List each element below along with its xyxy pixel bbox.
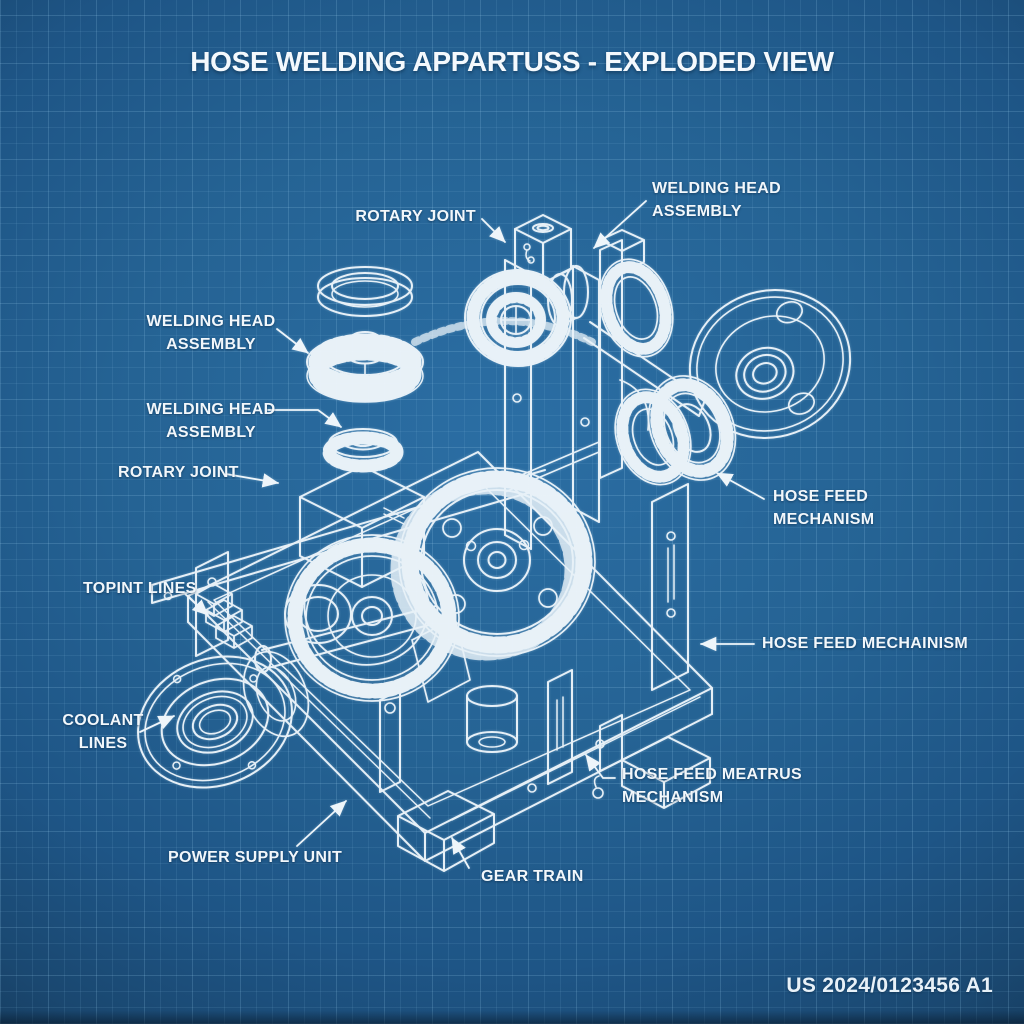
label-line: WELDING HEAD (146, 401, 276, 418)
gear-train-main (284, 467, 596, 702)
right-disc (688, 289, 852, 439)
floating-ring (317, 266, 413, 317)
leader-hose-feed-meatrus (585, 754, 616, 779)
label-hose-feed-mechanism-right: HOSE FEED MECHANISM (773, 485, 874, 531)
leader-power-supply (296, 800, 347, 847)
label-line: MECHANISM (622, 789, 724, 806)
label-line: ROTARY JOINT (118, 464, 239, 481)
label-line: ASSEMBLY (166, 336, 256, 353)
leader-welding-head-right (593, 200, 647, 249)
left-tower-block (299, 428, 425, 588)
leader-coolant-lines (139, 715, 175, 733)
label-topint-lines: TOPINT LINES (83, 577, 197, 600)
label-welding-head-assembly-left1: WELDING HEAD ASSEMBLY (111, 310, 311, 356)
leader-lines (139, 200, 765, 869)
label-welding-head-assembly-right: WELDING HEAD ASSEMBLY (652, 177, 781, 223)
label-line: HOSE FEED MEATRUS (622, 766, 802, 783)
small-block-stack (195, 583, 253, 649)
label-line: GEAR TRAIN (481, 868, 584, 885)
leader-hose-feed-right (716, 472, 765, 500)
label-rotary-joint-top: ROTARY JOINT (280, 205, 476, 228)
leader-gear-train (451, 837, 470, 869)
leader-rotary-joint-top (481, 218, 506, 243)
label-welding-head-assembly-left2: WELDING HEAD ASSEMBLY (111, 398, 311, 444)
label-hose-feed-mechainism: HOSE FEED MECHAINISM (762, 632, 968, 655)
leader-topint-lines (183, 592, 209, 616)
bottom-shade (0, 1010, 1024, 1024)
label-line: LINES (78, 735, 128, 752)
label-line: MECHANISM (773, 511, 875, 528)
label-power-supply-unit: POWER SUPPLY UNIT (168, 846, 342, 869)
label-line: TOPINT LINES (83, 580, 197, 597)
label-rotary-joint-left: ROTARY JOINT (118, 461, 239, 484)
crank-shaft (254, 584, 518, 753)
coolant-flange (137, 650, 310, 789)
label-hose-feed-meatrus: HOSE FEED MEATRUS MECHANISM (622, 763, 802, 809)
label-gear-train: GEAR TRAIN (481, 865, 584, 888)
hose-feed-gear (647, 375, 737, 481)
column-and-welding-head (411, 214, 692, 550)
leader-welding-head-left1 (276, 328, 309, 354)
label-coolant-lines: COOLANT LINES (43, 709, 163, 755)
patent-number: US 2024/0123456 A1 (786, 974, 993, 997)
label-line: ASSEMBLY (166, 424, 256, 441)
leader-welding-head-left2 (267, 409, 342, 428)
floating-gear (306, 331, 424, 403)
label-line: ROTARY JOINT (355, 208, 476, 225)
label-line: HOSE FEED MECHAINISM (762, 635, 969, 652)
leader-rotary-joint-left (225, 473, 279, 488)
label-line: HOSE FEED (773, 488, 869, 505)
label-line: WELDING HEAD (652, 180, 781, 197)
base-frame (151, 321, 713, 872)
label-line: WELDING HEAD (146, 313, 276, 330)
page-title: HOSE WELDING APPARTUSS - EXPLODED VIEW (190, 46, 834, 77)
label-line: ASSEMBLY (652, 203, 742, 220)
label-line: COOLANT (62, 712, 144, 729)
label-line: POWER SUPPLY UNIT (168, 849, 343, 866)
